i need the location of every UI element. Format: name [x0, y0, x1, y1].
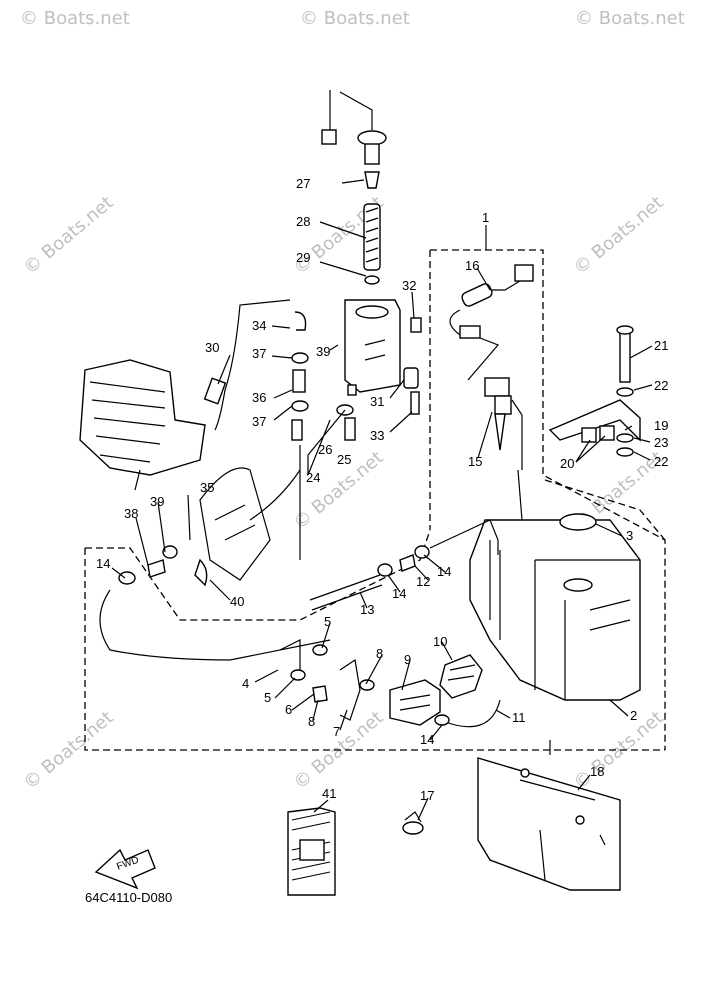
callout-2: 2 — [630, 708, 637, 723]
callout-34: 34 — [252, 318, 266, 333]
fuel-filter — [363, 203, 381, 285]
callout-21: 21 — [654, 338, 668, 353]
callout-26: 26 — [318, 442, 332, 457]
callout-1: 1 — [482, 210, 489, 225]
callout-6: 6 — [285, 702, 292, 717]
watermark: © Boats.net — [575, 8, 685, 29]
fuel-tank — [469, 513, 641, 701]
watermark: © Boats.net — [20, 8, 130, 29]
callout-22: 22 — [654, 378, 668, 393]
callout-41: 41 — [322, 786, 336, 801]
watermark: © Boats.net — [300, 8, 410, 29]
leader-lines — [111, 179, 653, 821]
warning-label — [287, 807, 336, 896]
callout-20: 20 — [560, 456, 574, 471]
fuel-sender-wire — [321, 90, 387, 189]
callout-30: 30 — [205, 340, 219, 355]
callout-15: 15 — [468, 454, 482, 469]
assembly-outlines — [84, 249, 666, 751]
callout-35: 35 — [200, 480, 214, 495]
watermark: © Boats.net — [20, 707, 118, 794]
forward-arrow: FWD — [94, 848, 156, 890]
diagram-code: 64C4110-D080 — [85, 890, 172, 905]
callout-36: 36 — [252, 390, 266, 405]
callout-25: 25 — [337, 452, 351, 467]
tank-bracket — [548, 325, 641, 457]
assembly-tank-top — [544, 479, 666, 541]
callout-39: 39 — [316, 344, 330, 359]
callout-5: 5 — [324, 614, 331, 629]
callout-27: 27 — [296, 176, 310, 191]
callout-3: 3 — [626, 528, 633, 543]
callout-11: 11 — [512, 710, 526, 725]
mechanical-fuel-pump — [389, 654, 501, 728]
callout-22: 22 — [654, 454, 668, 469]
callout-17: 17 — [420, 788, 434, 803]
callout-37: 37 — [252, 414, 266, 429]
callout-24: 24 — [306, 470, 320, 485]
engine-cowling — [79, 359, 271, 581]
callout-12: 12 — [416, 574, 430, 589]
watermark: © Boats.net — [570, 707, 668, 794]
callout-31: 31 — [370, 394, 384, 409]
callout-33: 33 — [370, 428, 384, 443]
electric-fuel-pump — [449, 264, 534, 546]
callout-39: 39 — [150, 494, 164, 509]
callout-8: 8 — [308, 714, 315, 729]
callout-28: 28 — [296, 214, 310, 229]
part-callouts: 1 2 3 4 5 5 6 7 8 8 9 10 11 12 13 14 14 … — [96, 176, 668, 803]
callout-9: 9 — [404, 652, 411, 667]
callout-23: 23 — [654, 435, 668, 450]
vapor-separator — [344, 299, 422, 415]
callout-19: 19 — [654, 418, 668, 433]
callout-14: 14 — [96, 556, 110, 571]
callout-8: 8 — [376, 646, 383, 661]
callout-14: 14 — [392, 586, 406, 601]
watermark: © Boats.net — [570, 192, 668, 279]
callout-29: 29 — [296, 250, 310, 265]
callout-7: 7 — [333, 724, 340, 739]
callout-4: 4 — [242, 676, 249, 691]
callout-16: 16 — [465, 258, 479, 273]
tank-mounting-plate — [477, 757, 621, 891]
callout-38: 38 — [124, 506, 138, 521]
hoses-upper — [203, 299, 356, 560]
assembly-main-outline — [84, 529, 665, 751]
callout-40: 40 — [230, 594, 244, 609]
callout-13: 13 — [360, 602, 374, 617]
callout-14: 14 — [420, 732, 434, 747]
callout-32: 32 — [402, 278, 416, 293]
callout-5: 5 — [264, 690, 271, 705]
callout-18: 18 — [590, 764, 604, 779]
callout-10: 10 — [433, 634, 447, 649]
callout-14: 14 — [437, 564, 451, 579]
watermark: © Boats.net — [20, 192, 118, 279]
callout-37: 37 — [252, 346, 266, 361]
